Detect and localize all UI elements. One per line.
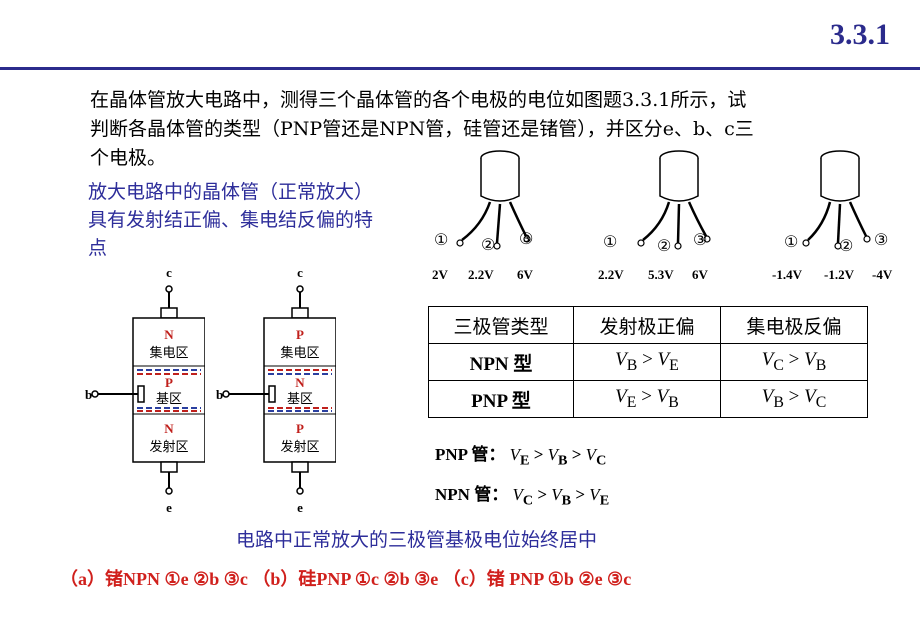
transistor-packages: ① ② ③ 2V 2.2V 6V ① ② ③ 2.2V 5.3V 6V ① ② … (432, 150, 893, 282)
answer-text: （a）锗NPN ①e ②b ③c （b）硅PNP ①c ②b ③e （c）锗 P… (60, 569, 632, 589)
npn-region1-name: 集电区 (149, 345, 188, 360)
page-title: 3.3.1 (830, 18, 890, 51)
bias-condition-table: 三极管类型 发射极正偏 集电极反偏 NPN 型 VB > VE VC > VB … (428, 306, 868, 418)
pnp-region1-name: 集电区 (280, 345, 319, 360)
pnp-structure-diagram: c P 集电区 N 基区 P 发射区 b e (216, 265, 336, 515)
npn-structure-diagram: c N 集电区 P 基区 N 发射区 b e (85, 265, 205, 515)
table-header-row: 三极管类型 发射极正偏 集电极反偏 (428, 306, 868, 344)
table-row: NPN 型 VB > VE VC > VB (428, 343, 868, 381)
table-cell-type: PNP 型 (428, 380, 574, 418)
transistor-b-v2: 5.3V (648, 267, 674, 282)
transistor-c-v3: -4V (872, 267, 893, 282)
question-line-1: 在晶体管放大电路中，测得三个晶体管的各个电极的电位如图题3.3.1所示，试 (90, 89, 747, 111)
table-cell-type: NPN 型 (428, 343, 574, 381)
pnp-region2-letter: N (295, 375, 305, 390)
pnp-potential-relation: PNP 管： VE > VB > VC (435, 445, 607, 469)
pnp-region2-name: 基区 (287, 391, 313, 406)
transistor-a-v1: 2V (432, 267, 449, 282)
transistor-a-v3: 6V (517, 267, 534, 282)
question-line-3: 个电极。 (90, 147, 167, 169)
transistor-b: ① ② ③ 2.2V 5.3V 6V (598, 150, 711, 282)
transistor-c-pin3: ③ (874, 232, 888, 249)
pnp-region3-letter: P (296, 421, 304, 436)
pnp-c-label: c (297, 265, 303, 280)
table-header-cell: 集电极反偏 (720, 306, 868, 344)
transistor-a-pin2: ② (481, 237, 495, 254)
transistor-a: ① ② ③ 2V 2.2V 6V (432, 150, 534, 282)
table-row: PNP 型 VE > VB VB > VC (428, 380, 868, 418)
table-cell-emitter-bias: VE > VB (573, 380, 721, 418)
pnp-region3-name: 发射区 (280, 439, 319, 454)
transistor-c: ① ② ③ -1.4V -1.2V -4V (772, 150, 893, 282)
npn-e-label: e (166, 500, 172, 515)
table-cell-collector-bias: VB > VC (720, 380, 868, 418)
table-cell-collector-bias: VC > VB (720, 343, 868, 381)
transistor-b-pin2: ② (657, 238, 671, 255)
transistor-a-v2: 2.2V (468, 267, 494, 282)
table-cell-emitter-bias: VB > VE (573, 343, 721, 381)
conclusion-text: 电路中正常放大的三极管基极电位始终居中 (236, 529, 598, 551)
transistor-c-v1: -1.4V (772, 267, 803, 282)
npn-region3-letter: N (164, 421, 174, 436)
npn-body (132, 317, 205, 463)
transistor-c-pin2: ② (839, 238, 853, 255)
pnp-b-label: b (216, 387, 223, 402)
npn-c-label: c (166, 265, 172, 280)
transistor-b-v3: 6V (692, 267, 709, 282)
amplifier-note: 放大电路中的晶体管（正常放大）具有发射结正偏、集电结反偏的特点 (88, 181, 374, 259)
transistor-b-pin3: ③ (693, 232, 707, 249)
transistor-b-v1: 2.2V (598, 267, 624, 282)
npn-region3-name: 发射区 (149, 439, 188, 454)
transistor-a-pin1: ① (434, 232, 448, 249)
table-header-cell: 三极管类型 (428, 306, 574, 344)
transistor-a-pin3: ③ (519, 231, 533, 248)
npn-region1-letter: N (164, 327, 174, 342)
transistor-b-pin1: ① (603, 234, 617, 251)
npn-potential-relation: NPN 管： VC > VB > VE (435, 485, 610, 509)
transistor-c-v2: -1.2V (824, 267, 855, 282)
question-text: 在晶体管放大电路中，测得三个晶体管的各个电极的电位如图题3.3.1所示，试 判断… (90, 86, 910, 173)
title-divider (0, 67, 920, 70)
pnp-region1-letter: P (296, 327, 304, 342)
npn-region2-name: 基区 (156, 391, 182, 406)
npn-b-label: b (85, 387, 92, 402)
transistor-c-pin1: ① (784, 234, 798, 251)
table-header-cell: 发射极正偏 (573, 306, 721, 344)
pnp-e-label: e (297, 500, 303, 515)
npn-region2-letter: P (165, 375, 173, 390)
question-line-2: 判断各晶体管的类型（PNP管还是NPN管，硅管还是锗管），并区分e、b、c三 (90, 118, 754, 140)
